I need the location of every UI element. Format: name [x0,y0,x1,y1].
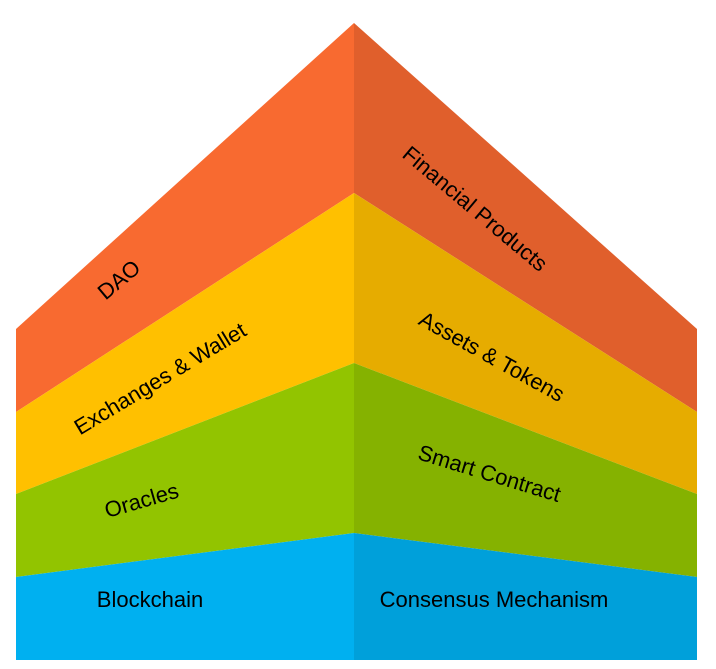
consensus-mechanism-label: Consensus Mechanism [380,587,609,612]
green-layer-right-face [354,363,697,577]
orange-layer-left-face [16,23,354,412]
blockchain-layer-right-face [354,533,697,660]
yellow-layer-left-face [16,193,354,494]
orange-layer-right-face [354,23,697,412]
blockchain-label: Blockchain [97,587,203,612]
blockchain-layer-left-face [16,533,354,660]
yellow-layer-right-face [354,193,697,494]
green-layer-left-face [16,363,354,577]
